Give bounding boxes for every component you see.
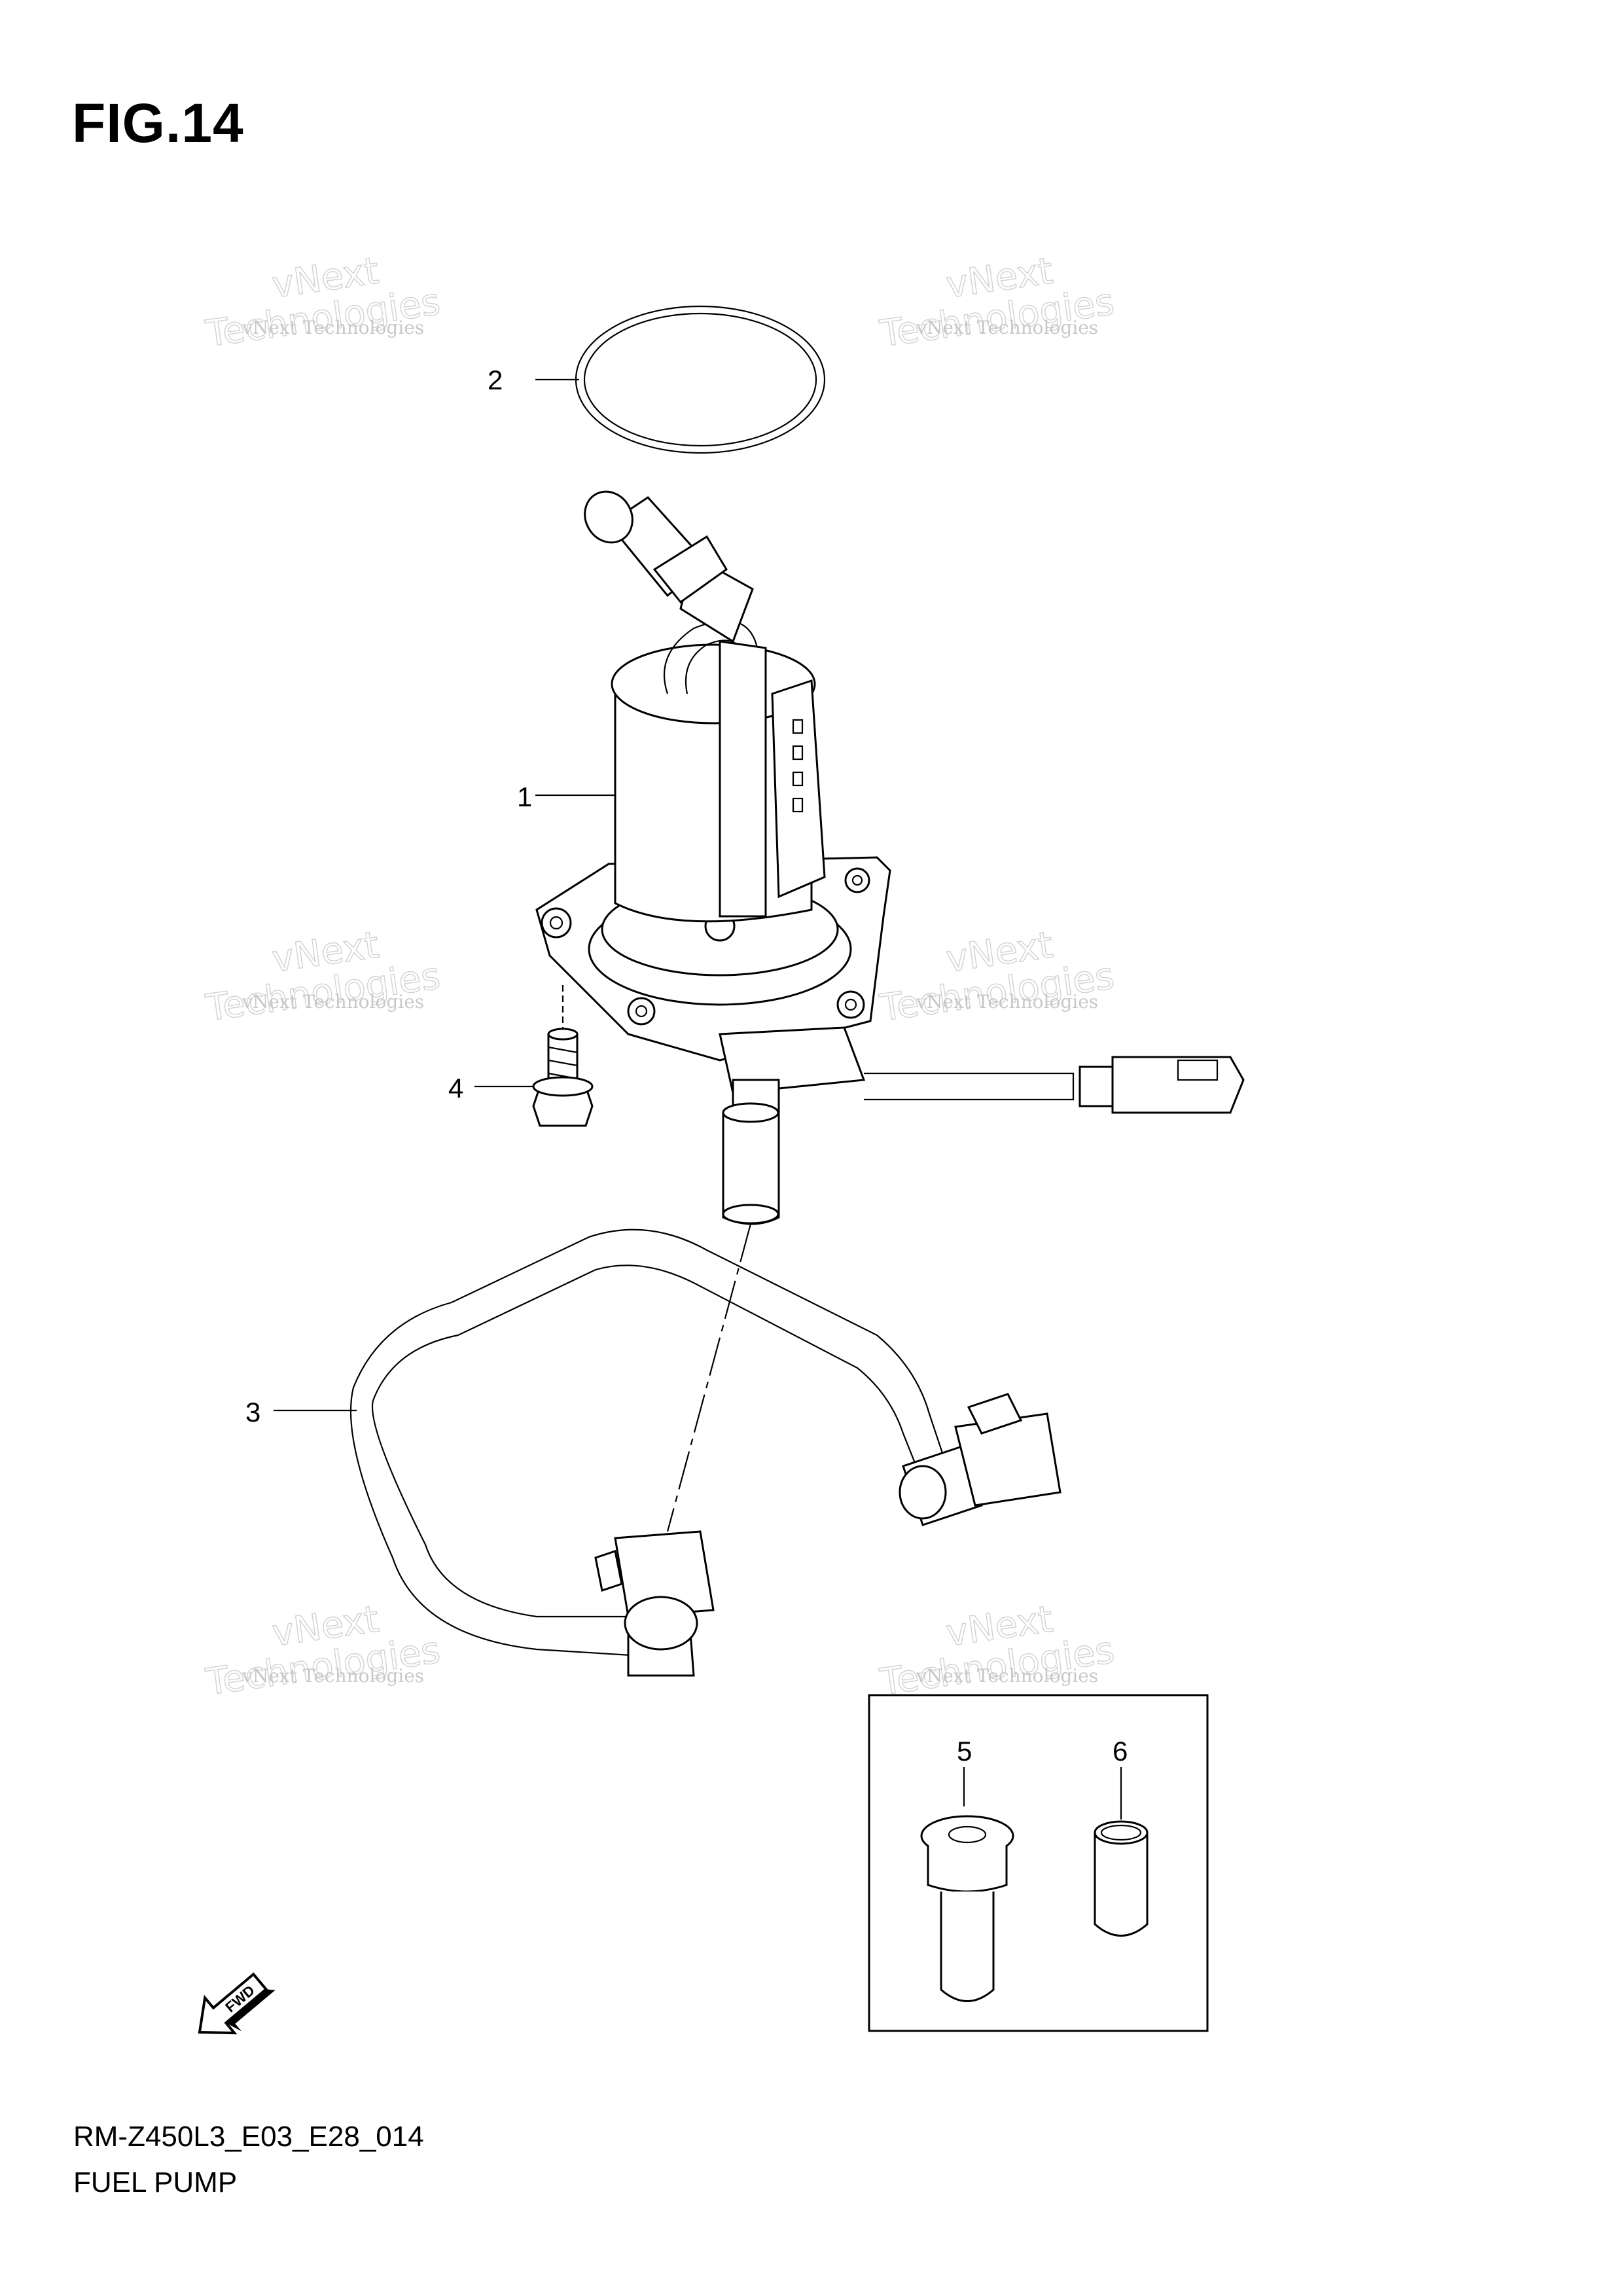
watermark-3: Technologies vNext vNext Technologies	[203, 924, 444, 1031]
watermark-4: Technologies vNext vNext Technologies	[877, 924, 1118, 1031]
watermark-1: Technologies vNext vNext Technologies	[203, 249, 444, 357]
watermark-text: vNext Technologies	[241, 317, 424, 338]
watermark-text: vNext Technologies	[916, 317, 1098, 338]
callout-5: 5	[957, 1736, 972, 1767]
watermark-2: Technologies vNext vNext Technologies	[877, 249, 1118, 357]
watermark-text: vNext Technologies	[916, 1665, 1098, 1687]
part-3-fuel-hose[interactable]	[349, 1223, 1061, 1677]
inset-box	[868, 1694, 1209, 2032]
watermark-text: vNext Technologies	[241, 1665, 424, 1687]
callout-2: 2	[488, 365, 503, 395]
callout-6: 6	[1113, 1736, 1128, 1767]
model-code: RM-Z450L3_E03_E28_014	[73, 2121, 424, 2153]
part-6-sleeve[interactable]	[1094, 1767, 1149, 1937]
part-2-o-ring[interactable]	[575, 305, 826, 454]
watermark-6: Technologies vNext vNext Technologies	[877, 1598, 1118, 1705]
callout-4: 4	[448, 1073, 463, 1103]
callout-1: 1	[517, 781, 532, 812]
part-1-fuel-pump[interactable]	[535, 483, 1245, 1225]
watermark-text: vNext Technologies	[916, 991, 1098, 1013]
watermark-text: vNext Technologies	[241, 991, 424, 1013]
watermark-5: Technologies vNext vNext Technologies	[203, 1598, 444, 1705]
figure-name: FUEL PUMP	[73, 2166, 238, 2198]
part-5-grommet[interactable]	[920, 1767, 1014, 2002]
fwd-arrow-icon: FWD	[198, 1972, 276, 2035]
part-4-bolt[interactable]	[532, 985, 594, 1127]
figure-title: FIG.14	[72, 92, 244, 154]
callout-3: 3	[245, 1397, 260, 1427]
